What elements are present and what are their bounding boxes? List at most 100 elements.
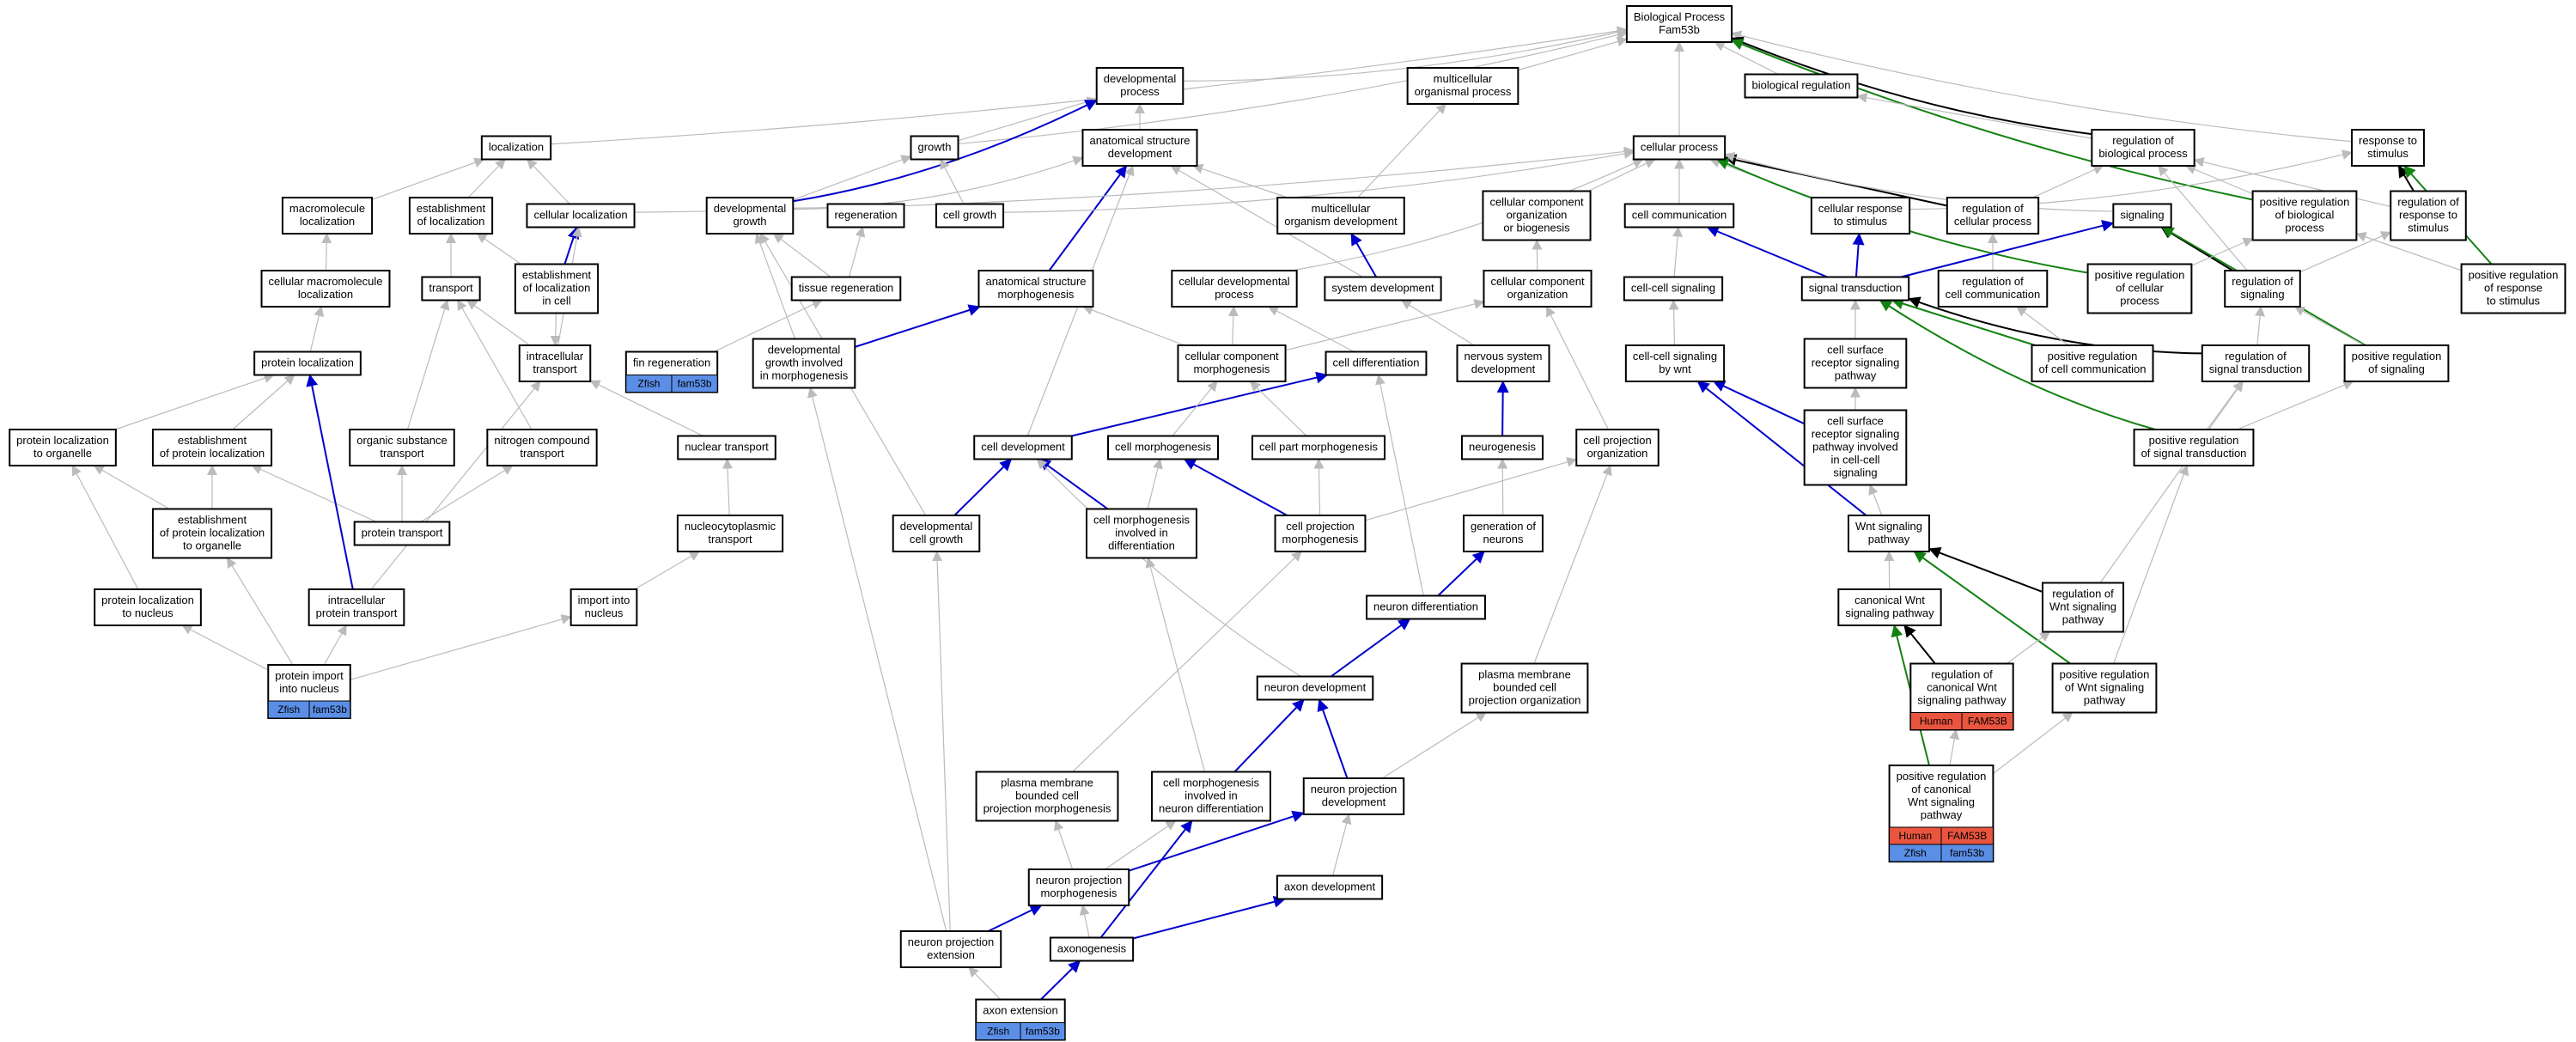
term-node-cellloc[interactable]: cellular localization <box>526 203 636 229</box>
term-node-protloc[interactable]: protein localization <box>253 350 362 376</box>
term-node-growth[interactable]: growth <box>910 135 959 161</box>
term-node-axonogen[interactable]: axonogenesis <box>1049 936 1135 962</box>
term-node-nuctrans[interactable]: nuclear transport <box>677 435 776 460</box>
term-label-line: signaling <box>2240 288 2284 301</box>
term-node-celldiff[interactable]: cell differentiation <box>1325 350 1428 376</box>
term-node-tissregen[interactable]: tissue regeneration <box>790 276 902 302</box>
term-node-celldev[interactable]: cell development <box>973 435 1073 460</box>
term-node-neurogen[interactable]: neurogenesis <box>1460 435 1544 460</box>
term-node-cellgrowth[interactable]: cell growth <box>935 203 1005 229</box>
term-node-prottrans[interactable]: protein transport <box>353 521 451 546</box>
term-box <box>308 588 405 626</box>
term-node-bioreg[interactable]: biological regulation <box>1744 73 1859 99</box>
term-node-sysdev[interactable]: system development <box>1324 276 1442 302</box>
term-node-cellmorph[interactable]: cell morphogenesis <box>1106 435 1220 460</box>
term-node-neurdiff[interactable]: neuron differentiation <box>1366 594 1486 620</box>
term-node-sigtrans[interactable]: signal transduction <box>1800 276 1910 302</box>
term-node-cellproc[interactable]: cellular process <box>1632 135 1726 161</box>
term-node-ccsig[interactable]: cell-cell signaling <box>1623 276 1724 302</box>
term-label-line: neuron differentiation <box>1373 600 1478 613</box>
term-node-axondev[interactable]: axon development <box>1276 874 1384 900</box>
term-node-transport[interactable]: transport <box>421 276 481 302</box>
term-node-neurdev[interactable]: neuron development <box>1256 675 1374 701</box>
term-node-loc[interactable]: localization <box>480 135 552 161</box>
term-node-cellcomm[interactable]: cell communication <box>1623 203 1735 229</box>
term-label-line: Wnt signaling <box>1908 795 1975 808</box>
term-node-signaling[interactable]: signaling <box>2112 203 2172 229</box>
term-box <box>677 435 776 460</box>
term-node-regen[interactable]: regeneration <box>826 203 905 229</box>
term-label-line: regulation of <box>1962 275 2024 288</box>
term-box <box>2224 270 2301 308</box>
term-label-line: of signal transduction <box>2141 447 2247 460</box>
term-box <box>899 930 1002 968</box>
edge-growth-to-bp <box>958 29 1628 145</box>
term-node-cpm[interactable]: cell part morphogenesis <box>1251 435 1386 460</box>
